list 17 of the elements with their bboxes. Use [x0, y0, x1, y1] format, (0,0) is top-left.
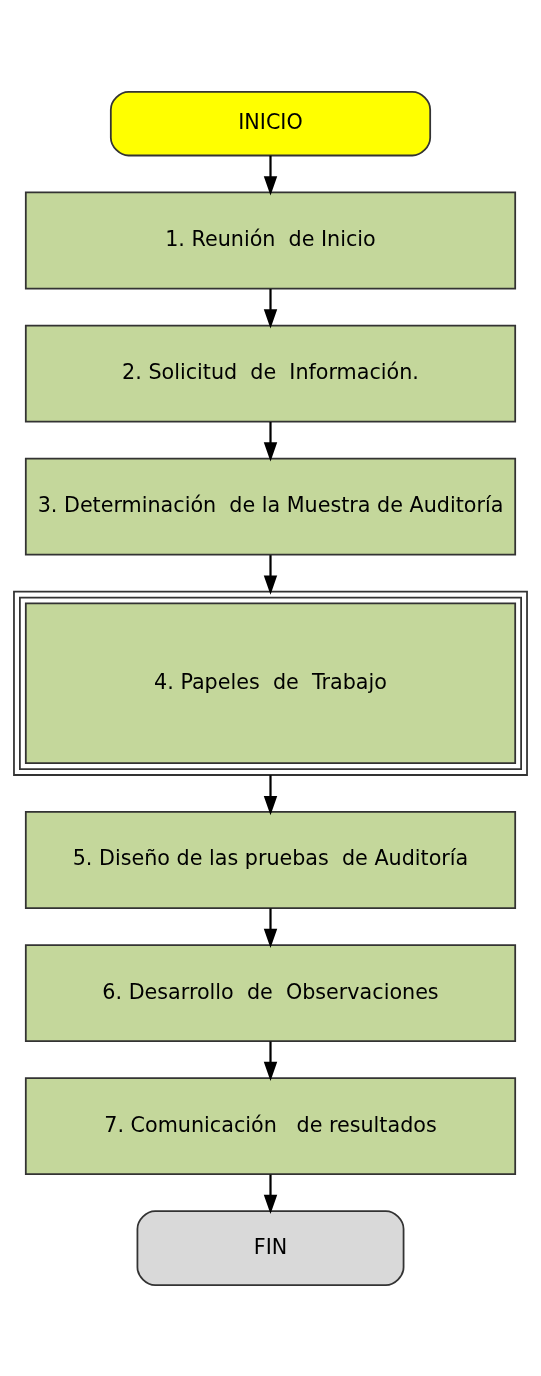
node-box: 6. Desarrollo de Observaciones: [24, 943, 517, 1042]
arrow: [263, 1174, 278, 1214]
arrow: [263, 1041, 278, 1081]
arrow: [263, 155, 278, 195]
arrow: [263, 421, 278, 462]
node-box: 3. Determinación de la Muestra de Auditoría: [24, 457, 517, 556]
node-box: 7. Comunicación de resultados: [24, 1076, 517, 1175]
arrow: [263, 288, 278, 329]
arrow: [263, 554, 278, 595]
arrow: [263, 907, 278, 948]
node-box: INICIO: [109, 90, 432, 156]
node-box: 2. Solicitud de Información.: [24, 324, 517, 422]
node-box: 4. Papeles de Trabajo: [13, 590, 528, 776]
arrow: [263, 774, 278, 815]
node-box: 1. Reunión de Inicio: [24, 191, 517, 289]
node-box: 5. Diseño de las pruebas de Auditoría: [24, 810, 517, 909]
node-box: FIN: [136, 1209, 405, 1286]
